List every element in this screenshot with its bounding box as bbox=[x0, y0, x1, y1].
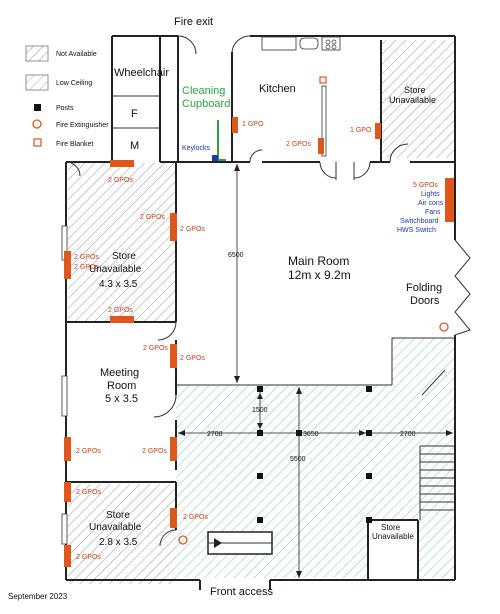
store-br-line2: Unavailable bbox=[372, 532, 414, 541]
legend-extinguisher-icon bbox=[32, 119, 42, 129]
gpo-meeting-d: 2 GPOs bbox=[142, 448, 167, 455]
meeting-line2: Room bbox=[107, 380, 136, 392]
keylocks-label: Keylocks bbox=[182, 145, 211, 152]
fire-exit-label: Fire exit bbox=[174, 16, 213, 28]
windows-left bbox=[61, 225, 68, 545]
footer-date: September 2023 bbox=[8, 592, 68, 601]
legend-post-icon bbox=[34, 104, 41, 111]
gpo-store-bl-b: 2 GPOs bbox=[183, 514, 208, 521]
cleaning-cupboard-outline bbox=[212, 120, 226, 161]
store-left-hatch bbox=[68, 163, 176, 323]
gpo-top-left: 2 GPOs bbox=[108, 177, 133, 184]
meeting-line3: 5 x 3.5 bbox=[105, 393, 138, 405]
dim-2700-right: 2700 bbox=[400, 431, 416, 438]
store-bl-line3: 2.8 x 3.5 bbox=[99, 537, 138, 548]
fire-extinguisher-icon bbox=[439, 322, 449, 332]
legend-blanket-icon bbox=[33, 138, 42, 147]
kitchen-fixtures bbox=[261, 36, 341, 157]
switch-hws: HWS Switch bbox=[397, 227, 436, 234]
store-br-line1: Store bbox=[381, 523, 401, 532]
gpo-store-left-d: 2 GPOs bbox=[74, 264, 99, 271]
legend-not-available-swatch bbox=[25, 45, 49, 62]
gpo-store-left-e: 2 GPOs bbox=[108, 307, 133, 314]
fire-blanket-icon bbox=[319, 76, 327, 84]
dim-6500: 6500 bbox=[228, 252, 244, 259]
switch-lights: Lights bbox=[421, 191, 440, 198]
legend-posts-label: Posts bbox=[56, 105, 74, 112]
post bbox=[257, 430, 263, 436]
room-f: F bbox=[131, 108, 138, 120]
stairs bbox=[419, 369, 455, 520]
gpo-blocks bbox=[64, 117, 454, 567]
front-access-label: Front access bbox=[210, 586, 273, 598]
dim-1500: 1500 bbox=[252, 407, 268, 414]
post bbox=[366, 386, 372, 392]
legend-extinguisher-label: Fire Extinguisher bbox=[56, 122, 109, 129]
room-wheelchair: Wheelchair bbox=[114, 67, 169, 79]
store-bl-line2: Unavailable bbox=[89, 522, 142, 533]
store-left-line2: Unavailable bbox=[89, 264, 142, 275]
folding-doors-line2: Doors bbox=[410, 295, 440, 307]
folding-doors-line1: Folding bbox=[406, 282, 442, 294]
gpo-meeting-a: 2 GPOs bbox=[143, 345, 168, 352]
keylock-box bbox=[212, 155, 218, 161]
post bbox=[366, 430, 372, 436]
store-bl-hatch bbox=[68, 484, 176, 584]
dim-2700-left: 2700 bbox=[207, 431, 223, 438]
gpo-kitchen-2: 2 GPOs bbox=[286, 141, 311, 148]
walls bbox=[65, 35, 456, 590]
gpo-store-left-b: 2 GPOs bbox=[180, 226, 205, 233]
gpo-kitchen-3: 1 GPO bbox=[350, 127, 372, 134]
gpo-kitchen-1: 1 GPO bbox=[242, 121, 264, 128]
post bbox=[366, 473, 372, 479]
gpo-store-bl-c: 2 GPOs bbox=[76, 554, 101, 561]
fire-extinguisher-icon bbox=[178, 535, 188, 545]
front-steps bbox=[207, 531, 273, 555]
folding-doors bbox=[454, 239, 471, 336]
cleaning-cupboard-line2: Cupboard bbox=[182, 98, 230, 110]
main-room-line1: Main Room bbox=[288, 254, 349, 268]
switch-aircons: Air cons bbox=[418, 200, 444, 207]
switch-switchboard: Switchboard bbox=[400, 218, 439, 225]
main-room-line2: 12m x 9.2m bbox=[288, 268, 351, 282]
post bbox=[257, 517, 263, 523]
store-left-line3: 4.3 x 3.5 bbox=[99, 279, 138, 290]
store-top-line2: Unavailable bbox=[389, 95, 436, 105]
gpo-meeting-c: 2 GPOs bbox=[76, 448, 101, 455]
legend: Not Available Low Ceiling Posts Fire Ext… bbox=[25, 45, 109, 148]
legend-low-ceiling-swatch bbox=[25, 74, 49, 91]
store-top-line1: Store bbox=[404, 85, 426, 95]
post bbox=[366, 517, 372, 523]
cleaning-cupboard-line1: Cleaning bbox=[182, 85, 225, 97]
store-top-hatch bbox=[381, 40, 455, 158]
post bbox=[257, 473, 263, 479]
low-ceiling-area bbox=[176, 338, 455, 578]
dim-5500: 5500 bbox=[290, 456, 306, 463]
switch-fans: Fans bbox=[425, 209, 441, 216]
post bbox=[257, 386, 263, 392]
gpo-store-bl-a: 2 GPOs bbox=[76, 489, 101, 496]
room-m: M bbox=[130, 140, 139, 152]
dim-3650: 3650 bbox=[303, 431, 319, 438]
gpo-meeting-b: 2 GPOs bbox=[180, 355, 205, 362]
gpo-switches: 5 GPOs bbox=[413, 182, 438, 189]
meeting-line1: Meeting bbox=[100, 367, 139, 379]
legend-blanket-label: Fire Blanket bbox=[56, 141, 93, 148]
store-bl-line1: Store bbox=[106, 510, 130, 521]
room-kitchen: Kitchen bbox=[259, 83, 296, 95]
gpo-store-left-c: 2 GPOs bbox=[74, 254, 99, 261]
legend-not-available-label: Not Available bbox=[56, 51, 97, 58]
gpo-store-left-a: 2 GPOs bbox=[140, 214, 165, 221]
legend-low-ceiling-label: Low Ceiling bbox=[56, 80, 92, 87]
dimension-lines bbox=[178, 164, 453, 578]
store-left-line1: Store bbox=[112, 251, 136, 262]
door-swings bbox=[65, 35, 409, 547]
